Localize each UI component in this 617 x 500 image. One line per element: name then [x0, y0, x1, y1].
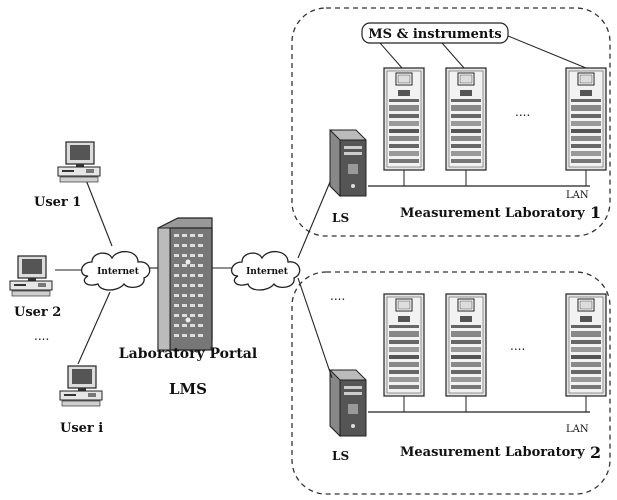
lab1-local-server	[329, 129, 367, 197]
lab1-instrument-rack-1	[383, 67, 425, 171]
user-2-computer	[9, 255, 53, 297]
lab1-ls-label: LS	[332, 211, 349, 225]
lab2-instrument-ellipsis: ....	[510, 339, 525, 353]
user-2-label: User 2	[14, 305, 61, 320]
lab1-instrument-rack-3	[565, 67, 607, 171]
link-user1-internet	[85, 179, 113, 247]
link-internet-lab2	[297, 277, 333, 379]
user-1-label: User 1	[34, 195, 81, 210]
lab2-local-server	[329, 369, 367, 437]
lab2-instrument-rack-2	[445, 293, 487, 397]
lab1-number: 1	[590, 203, 601, 222]
lab2-instrument-rack-1	[383, 293, 425, 397]
lab1-title: Measurement Laboratory	[400, 206, 585, 221]
lab-1-boundary	[291, 7, 611, 237]
lab2-lan-label: LAN	[566, 424, 589, 435]
callout-arrow-3	[507, 35, 587, 69]
link-useri-internet	[77, 291, 111, 365]
users-ellipsis: ....	[34, 329, 49, 343]
internet-label-right: Internet	[246, 267, 289, 277]
lab2-number: 2	[590, 443, 601, 462]
lab1-lan-label: LAN	[566, 190, 589, 201]
callout-arrow-2	[441, 42, 465, 69]
lab1-instrument-rack-2	[445, 67, 487, 171]
laboratory-portal-server	[157, 217, 213, 351]
link-internet-lab1	[297, 181, 331, 259]
callout-arrow-1	[379, 42, 403, 69]
user-1-computer	[57, 141, 101, 183]
ms-instruments-label: MS & instruments	[368, 27, 501, 42]
lab2-instrument-rack-3	[565, 293, 607, 397]
lab-2-boundary	[291, 271, 611, 495]
lab2-ls-label: LS	[332, 449, 349, 463]
user-i-computer	[59, 365, 103, 407]
ms-instruments-box	[361, 22, 509, 44]
internet-label-left: Internet	[97, 267, 140, 277]
portal-sublabel: LMS	[169, 380, 207, 398]
portal-label: Laboratory Portal	[119, 346, 257, 362]
lab2-title: Measurement Laboratory	[400, 445, 585, 460]
lab1-instrument-ellipsis: ....	[515, 105, 530, 119]
lab2-top-ellipsis: ....	[330, 289, 345, 303]
user-i-label: User i	[60, 421, 103, 436]
